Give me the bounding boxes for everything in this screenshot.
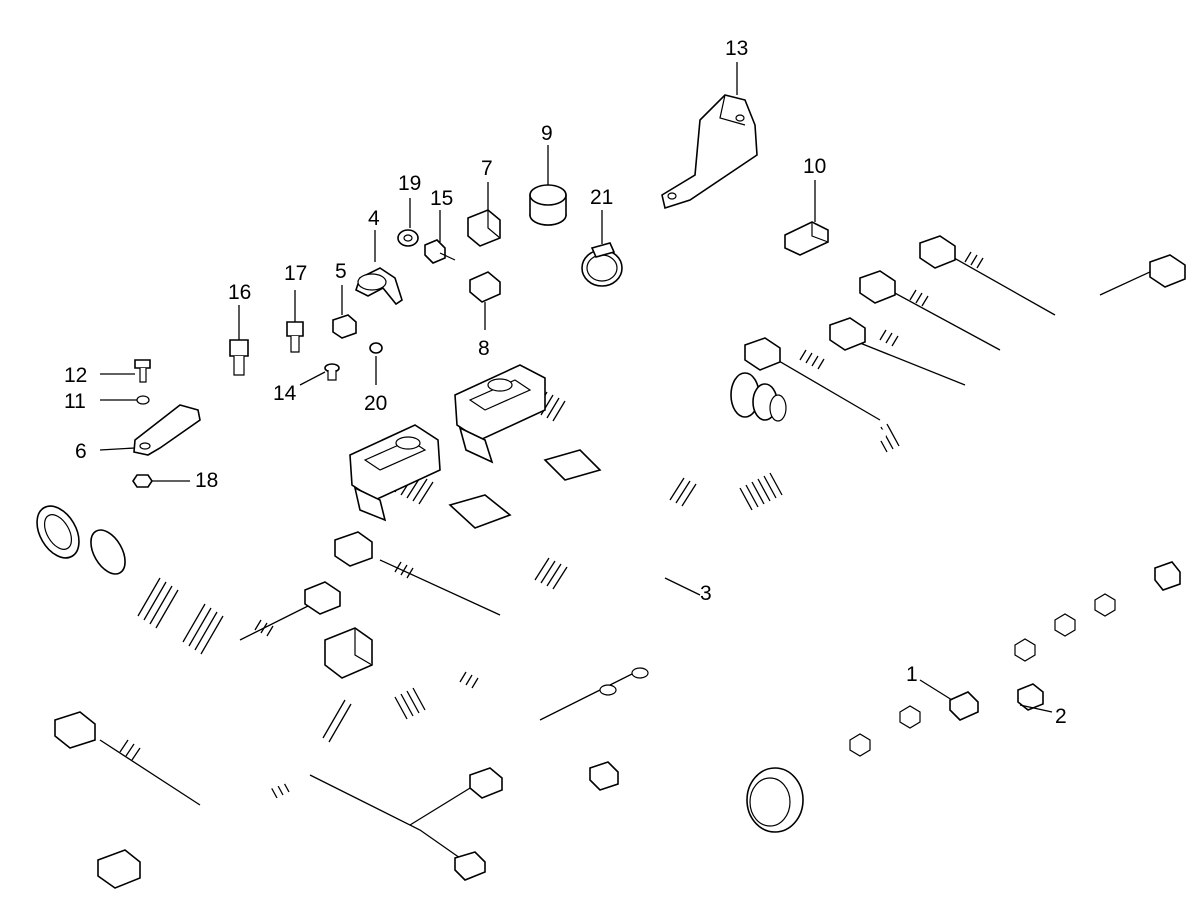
callout-20: 20 <box>364 392 387 415</box>
callout-12: 12 <box>64 364 87 387</box>
bolt-part-17 <box>286 290 304 353</box>
bolt-part-12 <box>100 359 151 383</box>
harness-block-connector <box>324 627 373 679</box>
leader-line-3 <box>664 577 701 596</box>
harness-left-trunk <box>36 505 381 733</box>
callout-15: 15 <box>430 187 453 210</box>
connector-part-8 <box>469 271 501 330</box>
callout-13: 13 <box>725 37 748 60</box>
callout-17: 17 <box>284 262 307 285</box>
callout-2: 2 <box>1055 705 1067 728</box>
callout-5: 5 <box>335 260 347 283</box>
callout-19: 19 <box>398 172 421 195</box>
bracket-part-6 <box>99 404 201 456</box>
bolt-part-16 <box>229 305 249 376</box>
callout-14: 14 <box>273 382 297 405</box>
harness-main-tube <box>190 290 1125 810</box>
grommet-part-19 <box>397 198 419 247</box>
harness-plug-connectors <box>744 235 1186 371</box>
callout-8: 8 <box>478 337 490 360</box>
harness-cap-connector-left <box>349 424 441 522</box>
callout-7: 7 <box>481 157 493 180</box>
pin-part-15 <box>424 210 456 264</box>
callout-11: 11 <box>64 390 86 413</box>
screw-part-14 <box>299 363 340 386</box>
harness-lower-left-branches <box>54 531 503 889</box>
callout-4: 4 <box>368 207 380 230</box>
harness-mid-branch <box>450 667 649 791</box>
connector-part-7 <box>467 182 501 247</box>
bracket-part-13 <box>661 62 758 210</box>
harness-upper-right-branches <box>730 249 1166 441</box>
callout-labels: 1 2 3 4 5 6 7 8 9 10 11 12 13 14 15 16 1… <box>64 37 1067 728</box>
callout-6: 6 <box>75 440 87 463</box>
sleeve-part-9 <box>529 145 567 226</box>
clip-part-5 <box>332 285 357 339</box>
hose-clamp-part-21 <box>581 210 623 287</box>
cable-tie-part-4 <box>355 230 403 306</box>
callout-1: 1 <box>906 663 918 686</box>
nut-part-18 <box>132 474 190 488</box>
callout-9: 9 <box>541 122 553 145</box>
harness-cap-branches <box>389 391 711 611</box>
main-wiring-harness <box>36 235 1186 889</box>
connector-part-2 <box>1017 683 1053 713</box>
grommet-part-20 <box>369 342 383 385</box>
callout-18: 18 <box>195 469 218 492</box>
callout-16: 16 <box>228 281 251 304</box>
connector-part-10 <box>784 180 829 256</box>
callout-10: 10 <box>803 155 826 178</box>
callout-21: 21 <box>590 186 613 209</box>
harness-cap-connector-right <box>454 364 546 464</box>
left-trunk-ribs <box>137 577 352 743</box>
sub-harness-part-1 <box>746 561 1181 833</box>
washer-part-11 <box>100 395 150 405</box>
callout-3: 3 <box>700 582 712 605</box>
